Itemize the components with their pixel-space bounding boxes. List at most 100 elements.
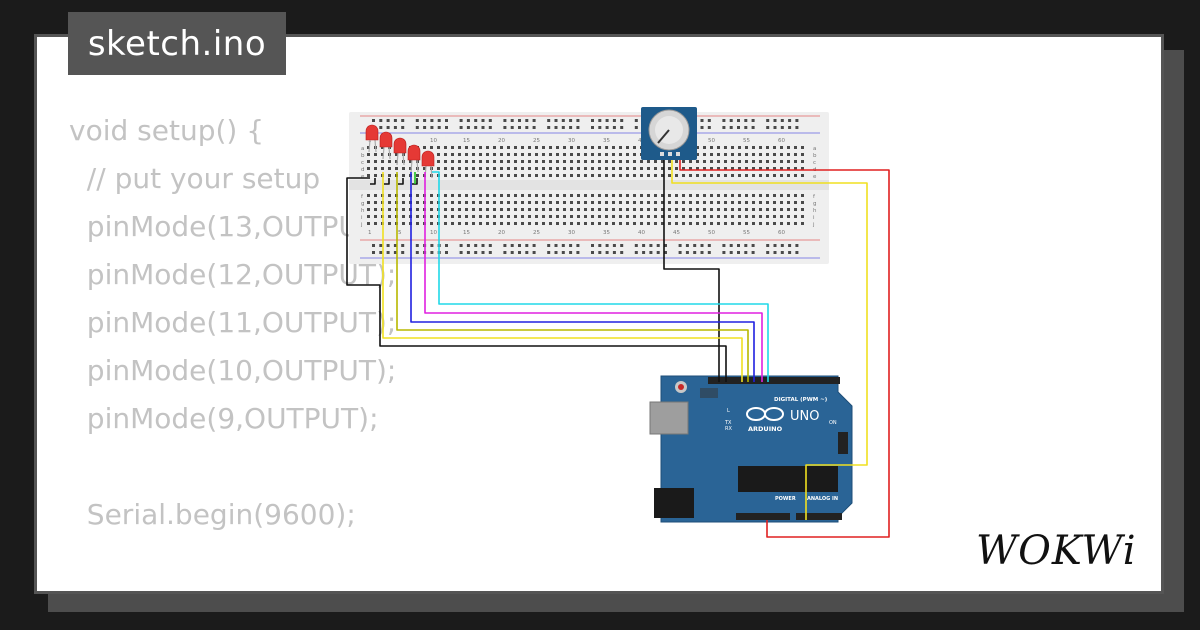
breadboard-hole <box>388 167 391 170</box>
breadboard-hole <box>556 167 559 170</box>
breadboard-hole <box>367 167 370 170</box>
breadboard-hole <box>634 126 638 129</box>
breadboard-hole <box>752 146 755 149</box>
breadboard-hole <box>598 251 602 254</box>
breadboard-hole <box>745 167 748 170</box>
breadboard-hole <box>591 201 594 204</box>
breadboard-hole <box>486 146 489 149</box>
breadboard-hole <box>682 215 685 218</box>
breadboard-hole <box>634 251 638 254</box>
breadboard-hole <box>801 160 804 163</box>
breadboard-hole <box>752 201 755 204</box>
breadboard-hole <box>445 251 448 254</box>
breadboard-hole <box>528 194 531 197</box>
breadboard-hole <box>444 215 447 218</box>
row-letter: c <box>813 160 816 166</box>
breadboard-hole <box>521 208 524 211</box>
breadboard-hole <box>521 160 524 163</box>
breadboard-hole <box>528 208 531 211</box>
breadboard-hole <box>633 153 636 156</box>
breadboard-hole <box>577 201 580 204</box>
breadboard-hole <box>717 194 720 197</box>
breadboard-hole <box>668 222 671 225</box>
breadboard-hole <box>787 222 790 225</box>
breadboard-hole <box>486 194 489 197</box>
breadboard-hole <box>780 167 783 170</box>
breadboard-hole <box>486 160 489 163</box>
breadboard-hole <box>682 167 685 170</box>
breadboard-hole <box>642 251 646 254</box>
breadboard-hole <box>458 215 461 218</box>
breadboard-hole <box>402 194 405 197</box>
breadboard-hole <box>626 167 629 170</box>
breadboard-hole <box>554 244 558 247</box>
breadboard-hole <box>367 194 370 197</box>
breadboard-hole <box>689 160 692 163</box>
breadboard-hole <box>731 174 734 177</box>
led[interactable] <box>379 131 393 160</box>
breadboard-hole <box>685 244 689 247</box>
breadboard-hole <box>386 126 390 129</box>
breadboard-hole <box>415 119 419 122</box>
breadboard-hole <box>640 208 643 211</box>
breadboard-hole <box>542 146 545 149</box>
breadboard-hole <box>795 126 799 129</box>
breadboard-hole <box>745 174 748 177</box>
breadboard-hole <box>479 174 482 177</box>
breadboard-hole <box>507 194 510 197</box>
breadboard-hole <box>661 194 664 197</box>
breadboard-hole <box>372 244 375 247</box>
breadboard-hole <box>569 244 573 247</box>
breadboard-hole <box>738 146 741 149</box>
breadboard-hole <box>423 126 427 129</box>
breadboard-hole <box>696 167 699 170</box>
breadboard-hole <box>388 215 391 218</box>
breadboard-hole <box>745 146 748 149</box>
breadboard-hole <box>766 222 769 225</box>
led[interactable] <box>407 144 421 173</box>
breadboard-hole <box>619 222 622 225</box>
breadboard-hole <box>766 251 770 254</box>
breadboard-hole <box>689 201 692 204</box>
breadboard-hole <box>703 222 706 225</box>
wire-magenta-led <box>424 172 763 382</box>
wire-olive-led <box>396 172 749 382</box>
column-number: 40 <box>638 230 645 236</box>
breadboard-hole <box>634 244 638 247</box>
code-line: pinMode(9,OUTPUT); <box>69 402 379 435</box>
breadboard-hole <box>591 167 594 170</box>
breadboard-hole <box>759 194 762 197</box>
breadboard-hole <box>402 174 405 177</box>
breadboard-hole <box>752 153 755 156</box>
breadboard-hole <box>773 208 776 211</box>
breadboard-hole <box>766 153 769 156</box>
power-label: POWER <box>775 496 796 502</box>
breadboard-hole <box>605 119 609 122</box>
breadboard-hole <box>703 174 706 177</box>
wire-yellow-pot-signal <box>671 160 868 520</box>
breadboard-hole <box>576 251 580 254</box>
breadboard-hole <box>372 251 375 254</box>
breadboard-hole <box>717 167 720 170</box>
breadboard-hole <box>514 194 517 197</box>
breadboard-hole <box>451 153 454 156</box>
breadboard-hole <box>472 208 475 211</box>
breadboard-hole <box>731 160 734 163</box>
breadboard-hole <box>486 174 489 177</box>
breadboard-hole <box>640 222 643 225</box>
breadboard-hole <box>570 167 573 170</box>
digital-header <box>708 377 840 384</box>
breadboard-hole <box>612 160 615 163</box>
potentiometer[interactable] <box>641 107 697 160</box>
breadboard-hole <box>788 119 792 122</box>
breadboard-hole <box>661 215 664 218</box>
breadboard-hole <box>773 146 776 149</box>
breadboard-hole <box>507 153 510 156</box>
breadboard-hole <box>493 153 496 156</box>
arduino-uno[interactable]: UNO ARDUINO DIGITAL (PWM ~) POWER ANALOG… <box>649 375 853 523</box>
led[interactable] <box>393 137 407 166</box>
breadboard-hole <box>547 126 551 129</box>
breadboard-hole <box>459 251 463 254</box>
led[interactable] <box>365 124 379 153</box>
breadboard-hole <box>700 126 704 129</box>
